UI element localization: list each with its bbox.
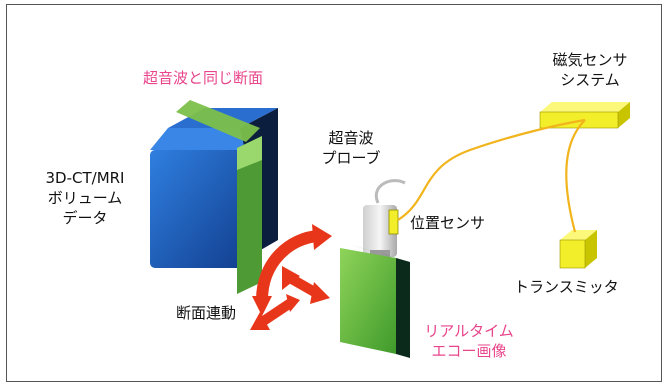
realtime-image-line-2: エコー画像 bbox=[431, 342, 507, 360]
section-link-arrows bbox=[250, 224, 332, 330]
probe-cable bbox=[374, 179, 406, 204]
transmitter-label: トランスミッタ bbox=[514, 278, 619, 296]
ultrasound-probe bbox=[363, 205, 399, 260]
diagram-frame bbox=[6, 4, 662, 382]
magnetic-sensor-label: 磁気センサ システム bbox=[540, 50, 640, 90]
realtime-image-label: リアルタイム エコー画像 bbox=[414, 321, 524, 361]
magnetic-sensor-line-1: 磁気センサ bbox=[552, 51, 628, 69]
volume-data-label: 3D-CT/MRI ボリューム データ bbox=[30, 168, 140, 228]
realtime-image-line-1: リアルタイム bbox=[424, 322, 514, 340]
probe-line-1: 超音波 bbox=[328, 129, 374, 147]
same-section-plane bbox=[176, 100, 262, 294]
volume-data-line-1: 3D-CT/MRI bbox=[45, 169, 125, 187]
probe-line-2: プローブ bbox=[321, 149, 381, 167]
transmitter-box bbox=[559, 230, 597, 269]
section-link-label: 断面連動 bbox=[176, 304, 237, 322]
probe-label: 超音波 プローブ bbox=[316, 128, 386, 168]
same-section-label: 超音波と同じ断面 bbox=[143, 69, 264, 87]
volume-data-line-2: ボリューム bbox=[47, 189, 123, 207]
transmitter-cable bbox=[565, 119, 586, 233]
magnetic-sensor-line-2: システム bbox=[560, 71, 620, 89]
realtime-echo-image bbox=[340, 244, 410, 358]
position-sensor-label: 位置センサ bbox=[410, 214, 486, 232]
volume-data-line-3: データ bbox=[62, 209, 108, 227]
magnetic-sensor-box bbox=[539, 102, 630, 129]
sensor-cable bbox=[397, 118, 586, 221]
